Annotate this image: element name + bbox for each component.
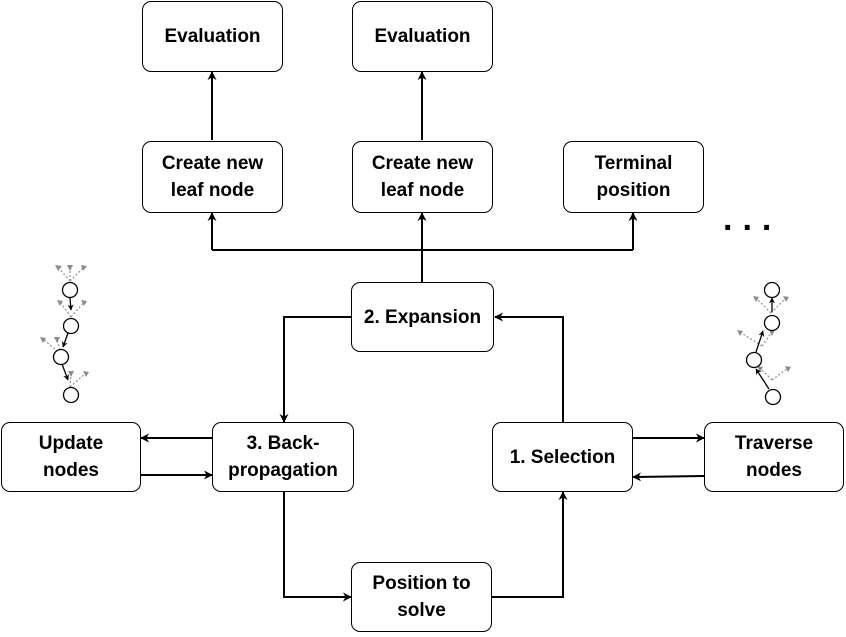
terminal-position-label: Terminal position xyxy=(594,153,673,201)
selection-node: 1. Selection xyxy=(492,422,633,492)
traverse-nodes-label: Traverse nodes xyxy=(734,433,814,481)
evaluation-node-2: Evaluation xyxy=(352,1,493,72)
backpropagation-label: 3. Back- propagation xyxy=(228,433,338,481)
more-branches-ellipsis: ... xyxy=(723,200,782,238)
evaluation-node-1: Evaluation xyxy=(142,1,283,72)
update-nodes-node: Update nodes xyxy=(1,422,141,492)
edge-traverse-to-selection xyxy=(632,472,705,482)
create-leaf-node-1: Create new leaf node xyxy=(142,141,283,213)
position-to-solve-label: Position to solve xyxy=(372,573,471,621)
backprop-tree-icon xyxy=(40,265,89,404)
edge-backprop-to-position xyxy=(283,492,352,602)
create-leaf-node-2: Create new leaf node xyxy=(352,141,493,213)
expansion-label: 2. Expansion xyxy=(363,306,482,328)
traverse-nodes-node: Traverse nodes xyxy=(704,422,844,492)
selection-tree-icon xyxy=(737,281,791,406)
terminal-position-node: Terminal position xyxy=(563,141,704,213)
create-leaf-node-1-label: Create new leaf node xyxy=(161,153,264,201)
edge-selection-to-expansion xyxy=(494,312,564,422)
edge-expansion-to-backprop xyxy=(279,316,351,423)
evaluation-node-2-label: Evaluation xyxy=(374,26,471,47)
evaluation-node-1-label: Evaluation xyxy=(164,26,261,47)
position-to-solve-node: Position to solve xyxy=(351,562,492,632)
expansion-node: 2. Expansion xyxy=(351,282,494,352)
backpropagation-node: 3. Back- propagation xyxy=(212,422,354,492)
update-nodes-label: Update nodes xyxy=(38,433,104,481)
create-leaf-node-2-label: Create new leaf node xyxy=(371,153,474,201)
edge-position-to-selection xyxy=(492,491,568,598)
selection-label: 1. Selection xyxy=(509,446,616,468)
